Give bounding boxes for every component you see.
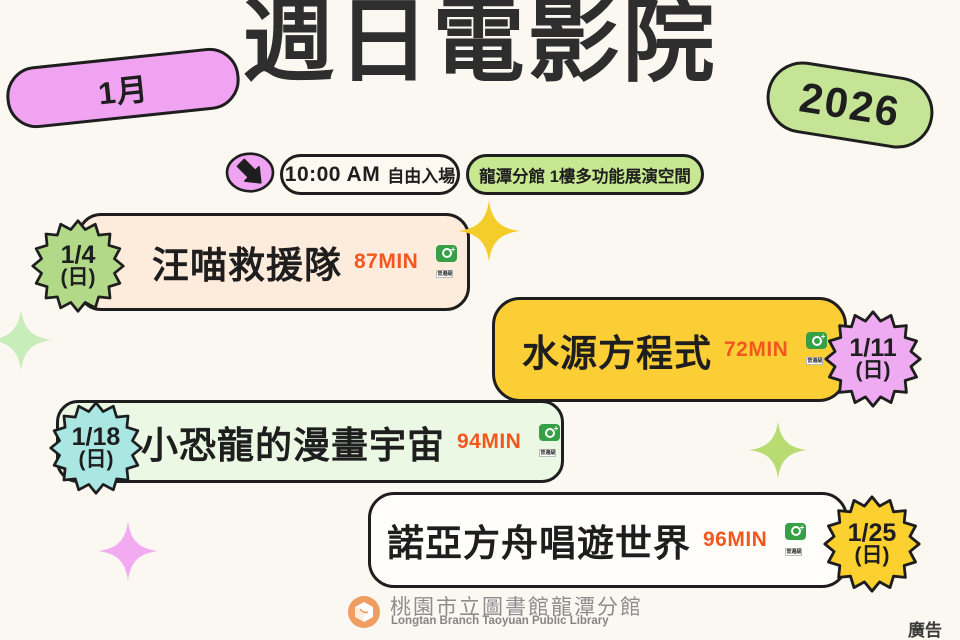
badge-day: (日) bbox=[60, 265, 96, 289]
movie-duration: 87MIN bbox=[354, 250, 419, 273]
date-badge-1: 1/4 (日) bbox=[30, 218, 126, 314]
library-logo-icon bbox=[348, 596, 380, 628]
arrow-down-right-icon bbox=[225, 152, 275, 193]
ad-label: 廣告 bbox=[908, 621, 942, 640]
badge-date: 1/25 bbox=[847, 519, 897, 548]
movie-title: 汪喵救援隊 bbox=[152, 245, 342, 286]
sparkle-icon bbox=[458, 200, 520, 262]
movie-duration: 94MIN bbox=[457, 429, 522, 453]
rating-0plus-icon: + 普遍級 bbox=[806, 332, 828, 365]
venue-pill: 龍潭分館 1樓多功能展演空間 bbox=[466, 154, 704, 195]
admission-label: 自由入場 bbox=[387, 167, 456, 186]
venue-label: 龍潭分館 1樓多功能展演空間 bbox=[479, 167, 691, 186]
movie-duration: 96MIN bbox=[703, 528, 768, 551]
rating-0plus-icon: + 普遍級 bbox=[436, 244, 458, 278]
badge-date: 1/18 bbox=[71, 423, 121, 452]
library-name-zh: 桃園市立圖書館龍潭分館 bbox=[390, 596, 643, 619]
movie-title: 水源方程式 bbox=[522, 332, 712, 374]
movie-card-2: 水源方程式 72MIN + 普遍級 bbox=[492, 297, 847, 402]
library-name-en: Longtan Branch Taoyuan Public Library bbox=[391, 615, 609, 627]
sparkle-icon bbox=[98, 521, 158, 581]
year-badge-label: 2026 bbox=[796, 73, 904, 136]
badge-day: (日) bbox=[854, 543, 890, 567]
sparkle-icon bbox=[749, 421, 807, 479]
showtime-label: 10:00 AM bbox=[284, 162, 381, 186]
movie-card-3: 小恐龍的漫畫宇宙 94MIN + 普遍級 bbox=[56, 400, 564, 483]
date-badge-4: 1/25 (日) bbox=[822, 494, 922, 594]
date-badge-2: 1/11 (日) bbox=[823, 309, 923, 409]
badge-date: 1/11 bbox=[849, 334, 897, 363]
movie-title: 小恐龍的漫畫宇宙 bbox=[141, 424, 445, 466]
movie-duration: 72MIN bbox=[724, 337, 789, 361]
rating-label: 普遍級 bbox=[806, 357, 824, 365]
sparkle-icon bbox=[0, 309, 52, 371]
date-badge-3: 1/18 (日) bbox=[48, 400, 144, 496]
badge-date: 1/4 bbox=[60, 241, 96, 270]
time-admission-pill: 10:00 AM 自由入場 bbox=[280, 154, 460, 195]
badge-day: (日) bbox=[78, 447, 114, 471]
movie-card-4: 諾亞方舟唱遊世界 96MIN + 普遍級 bbox=[368, 492, 848, 588]
rating-label: 普遍級 bbox=[436, 269, 454, 278]
movie-card-1: 汪喵救援隊 87MIN + 普遍級 bbox=[77, 213, 470, 311]
rating-0plus-icon: + 普遍級 bbox=[539, 424, 561, 457]
rating-label: 普遍級 bbox=[539, 449, 557, 457]
rating-label: 普遍級 bbox=[785, 547, 803, 556]
page-title: 週日電影院 bbox=[242, 0, 718, 93]
movie-title: 諾亞方舟唱遊世界 bbox=[387, 523, 691, 564]
badge-day: (日) bbox=[855, 358, 891, 382]
rating-0plus-icon: + 普遍級 bbox=[785, 522, 807, 556]
